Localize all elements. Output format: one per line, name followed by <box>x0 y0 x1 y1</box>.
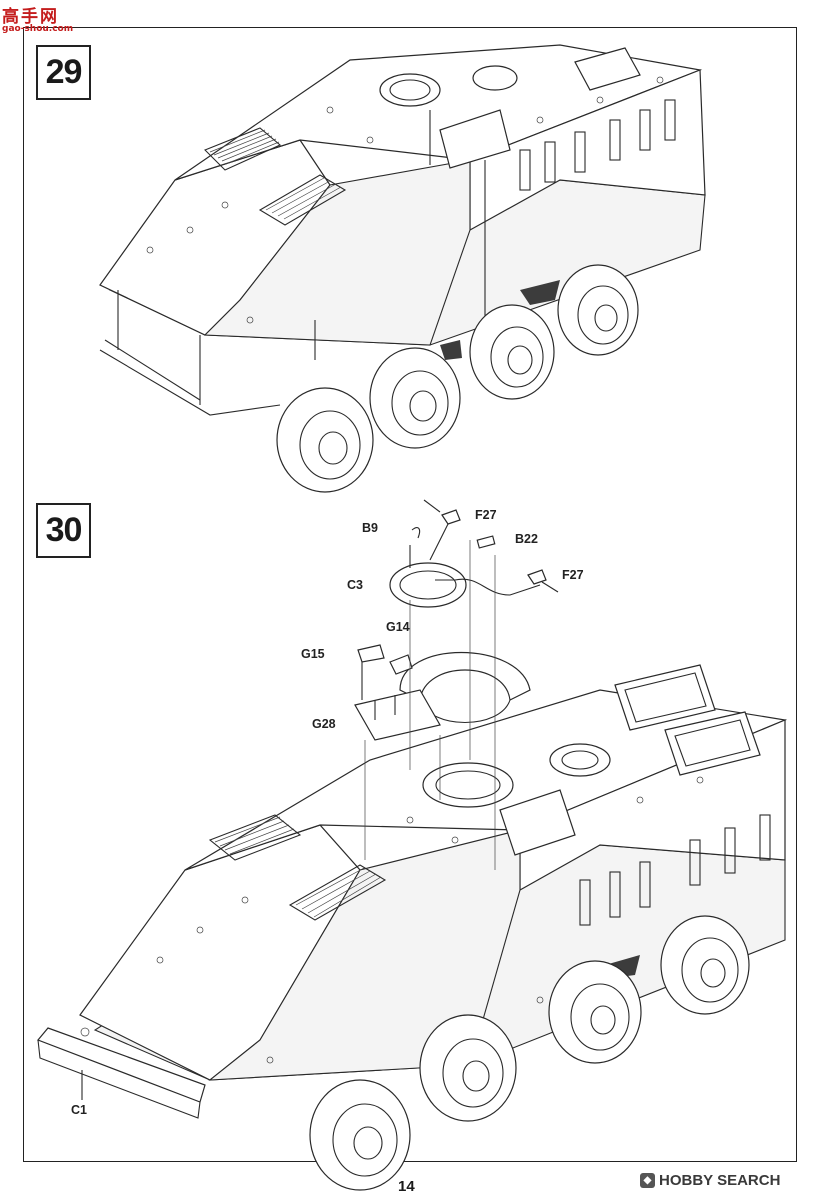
step-29-hull <box>99 44 706 416</box>
part-label-g14: G14 <box>386 620 410 634</box>
step-29-wheels <box>276 264 639 493</box>
part-label-b9: B9 <box>362 521 378 535</box>
part-label-b22: B22 <box>515 532 538 546</box>
exploded-g15-part <box>357 644 385 700</box>
part-label-g15: G15 <box>301 647 325 661</box>
hobby-search-logo-icon: ◆ <box>640 1173 655 1188</box>
part-label-c3: C3 <box>347 578 363 592</box>
watermark-url: gao-shou.com <box>2 24 74 34</box>
step-number-29: 29 <box>36 45 91 100</box>
exploded-g28-bracket <box>354 689 441 741</box>
instruction-page-frame <box>23 27 797 1162</box>
part-label-f27-side: F27 <box>562 568 584 582</box>
exploded-g14-part <box>389 654 413 675</box>
exploded-f27-b22-rods <box>423 499 559 596</box>
hobby-search-text: HOBBY SEARCH <box>659 1172 781 1189</box>
step-number-30: 30 <box>36 503 91 558</box>
part-label-c1: C1 <box>71 1103 87 1117</box>
hobby-search-watermark: ◆ HOBBY SEARCH <box>640 1172 780 1189</box>
step-30-hull <box>79 664 788 1081</box>
part-label-g28: G28 <box>312 717 336 731</box>
part-label-f27-top: F27 <box>475 508 497 522</box>
c1-front-bumper <box>37 1027 206 1119</box>
watermark-brand: 高手网 <box>2 7 59 27</box>
step-30-wheels <box>309 915 750 1191</box>
watermark-logo: 高手网 gao-shou.com <box>2 2 73 34</box>
exploded-c3-hatch <box>389 527 467 608</box>
page-number: 14 <box>398 1178 415 1195</box>
